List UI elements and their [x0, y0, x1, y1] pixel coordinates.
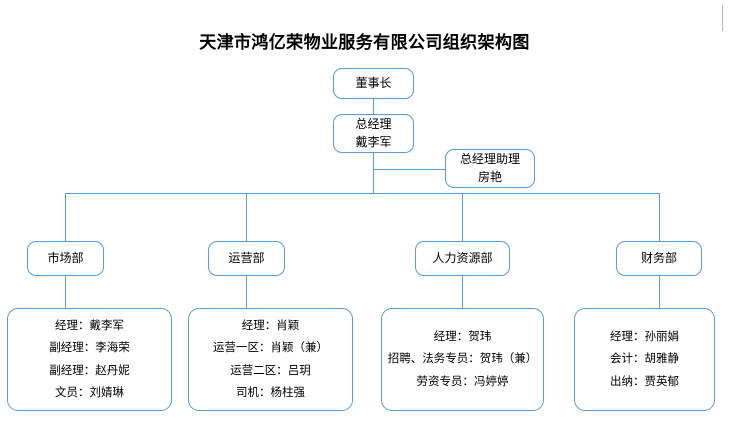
staff-line: 副经理：李海荣 [49, 342, 130, 355]
node-department-marketing-label: 市场部 [47, 250, 84, 265]
node-chairman-line-1: 董事长 [355, 75, 392, 90]
staff-line: 经理：贺玮 [433, 330, 492, 343]
connector-department-bus [65, 193, 659, 194]
card-department-human-resources-staff[interactable]: 经理：贺玮 招聘、法务专员：贺玮（兼） 劳资专员：冯婷婷 [381, 308, 544, 411]
page-title: 天津市鸿亿荣物业服务有限公司组织架构图 [199, 33, 530, 52]
node-general-manager[interactable]: 总经理 戴李军 [333, 114, 414, 153]
connector-bus-to-department-4 [659, 193, 660, 241]
card-department-marketing-staff[interactable]: 经理：戴李军 副经理：李海荣 副经理：赵丹妮 文员：刘婧琳 [7, 308, 172, 411]
connector-department-2-to-detail [246, 276, 247, 308]
connector-chairman-to-gm [373, 99, 374, 114]
staff-line: 司机：杨柱强 [236, 386, 305, 399]
node-department-human-resources-label: 人力资源部 [432, 250, 493, 265]
node-department-operations[interactable]: 运营部 [208, 241, 285, 276]
connector-gm-stem [373, 153, 374, 193]
node-department-operations-label: 运营部 [228, 250, 265, 265]
connector-department-3-to-detail [462, 276, 463, 308]
staff-line: 运营一区：肖颖（兼） [213, 342, 328, 355]
node-department-finance[interactable]: 财务部 [616, 241, 702, 276]
card-department-operations-staff[interactable]: 经理：肖颖 运营一区：肖颖（兼） 运营二区：吕玥 司机：杨柱强 [188, 308, 353, 411]
staff-line: 副经理：赵丹妮 [49, 364, 130, 377]
staff-line: 文员：刘婧琳 [55, 386, 124, 399]
staff-line: 经理：戴李军 [55, 319, 124, 332]
staff-line: 会计：胡雅静 [610, 353, 679, 366]
node-gm-assistant-line-2: 房艳 [477, 169, 502, 184]
node-general-manager-line-1: 总经理 [355, 117, 392, 132]
node-gm-assistant[interactable]: 总经理助理 房艳 [445, 149, 535, 188]
staff-line: 经理：肖颖 [241, 319, 300, 332]
node-department-human-resources[interactable]: 人力资源部 [415, 241, 510, 276]
connector-department-4-to-detail [659, 276, 660, 308]
page-edge-artifact [722, 5, 723, 31]
staff-line: 劳资专员：冯婷婷 [416, 375, 509, 388]
staff-line: 出纳：贾英郁 [610, 375, 679, 388]
card-department-finance-staff[interactable]: 经理：孙丽娟 会计：胡雅静 出纳：贾英郁 [574, 308, 715, 411]
node-department-finance-label: 财务部 [640, 250, 677, 265]
connector-department-1-to-detail [65, 276, 66, 308]
connector-bus-to-department-3 [462, 193, 463, 241]
connector-bus-to-department-1 [65, 193, 66, 241]
node-chairman[interactable]: 董事长 [333, 68, 414, 99]
staff-line: 招聘、法务专员：贺玮（兼） [387, 353, 538, 366]
node-department-marketing[interactable]: 市场部 [27, 241, 104, 276]
connector-bus-to-department-2 [246, 193, 247, 241]
node-gm-assistant-line-1: 总经理助理 [459, 152, 520, 167]
node-general-manager-line-2: 戴李军 [355, 134, 392, 149]
connector-gm-to-assistant [373, 169, 445, 170]
staff-line: 经理：孙丽娟 [610, 330, 679, 343]
staff-line: 运营二区：吕玥 [230, 364, 311, 377]
